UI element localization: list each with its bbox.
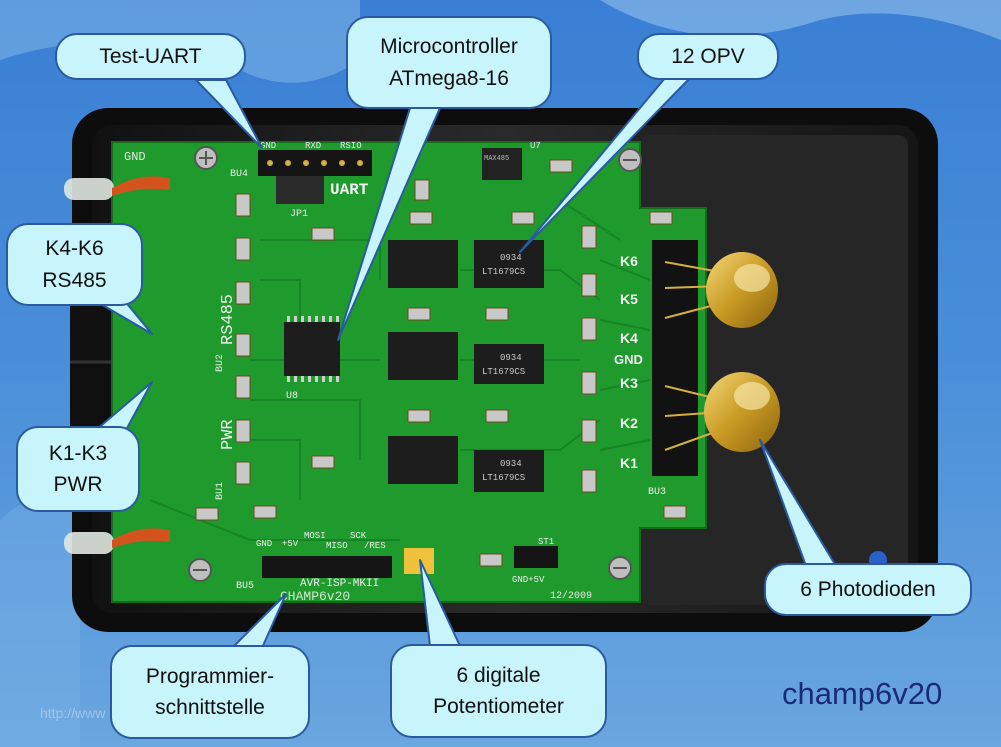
silk-jp1: JP1 <box>290 209 308 220</box>
url-watermark: http://www <box>40 705 106 721</box>
silk-isp-pin-1: +5V <box>282 539 299 549</box>
callout-k1-k3: K1-K3 PWR <box>16 426 140 512</box>
callout-poti-line1: 6 digitale <box>456 663 541 687</box>
silk-gnd-5v: GND+5V <box>512 575 545 585</box>
tantalum-capacitor <box>404 548 434 574</box>
callout-mcu-line2: ATmega8-16 <box>389 66 509 90</box>
chip-opv-bot-label: LT1679CS <box>482 473 525 483</box>
brand-label: champ6v20 <box>782 676 943 711</box>
cloud-2 <box>600 0 1001 40</box>
callout-microcontroller: Microcontroller ATmega8-16 <box>346 16 552 109</box>
chip-opv-mid-label: LT1679CS <box>482 367 525 377</box>
silk-st1: ST1 <box>538 537 554 547</box>
silk-k6: K6 <box>620 253 638 269</box>
silk-k1: K1 <box>620 455 638 471</box>
silk-uart-pin-0: GND <box>260 141 276 151</box>
silk-u8: U8 <box>286 391 298 402</box>
photodiode-bottom <box>704 372 780 452</box>
silk-bu4: BU4 <box>230 169 248 180</box>
silk-board-name: CHAMP6v20 <box>280 589 350 604</box>
callout-prog-line1: Programmier- <box>145 664 275 688</box>
chip-poti-top <box>388 240 458 288</box>
silk-isp-pin-5: /RES <box>364 541 386 551</box>
silk-bu2: BU2 <box>215 354 226 372</box>
silk-gnd-top: GND <box>124 150 146 164</box>
smd-components <box>195 159 687 567</box>
chip-opv-top-label: LT1679CS <box>482 267 525 277</box>
silk-u7: U7 <box>530 141 541 151</box>
callout-photo-text: 6 Photodioden <box>800 577 936 601</box>
silk-bu5: BU5 <box>236 581 254 592</box>
callout-k13-line2: PWR <box>53 473 103 496</box>
uart-header <box>258 150 372 204</box>
chip-opv-mid-code: 0934 <box>500 353 522 363</box>
silk-isp-pin-0: GND <box>256 539 272 549</box>
callout-k46-line2: RS485 <box>42 268 107 292</box>
callout-opv: 12 OPV <box>637 33 779 80</box>
silk-bu1: BU1 <box>215 482 226 500</box>
cloud-3 <box>0 500 80 747</box>
silk-pwr: PWR <box>219 419 238 450</box>
callout-test-uart: Test-UART <box>55 33 246 80</box>
callout-mcu-line1: Microcontroller <box>380 35 518 58</box>
silk-k-gnd: GND <box>614 352 643 367</box>
silk-isp-pin-2: MOSI <box>304 531 326 541</box>
photodiode-top <box>706 252 778 328</box>
callout-k13-line1: K1-K3 <box>48 441 108 465</box>
callout-potentiometer: 6 digitale Potentiometer <box>390 644 607 738</box>
silk-k4: K4 <box>620 330 638 346</box>
callout-k46-line1: K4-K6 <box>45 237 104 260</box>
mounting-screws <box>188 146 642 582</box>
chip-max485 <box>482 148 522 180</box>
silk-max485: MAX485 <box>484 155 509 163</box>
led-top <box>64 176 170 200</box>
chip-opv-bot-code: 0934 <box>500 459 522 469</box>
st1-header <box>514 546 558 568</box>
chip-opv-bot <box>474 450 544 492</box>
callout-prog-line2: schnittstelle <box>155 696 265 719</box>
led-bottom <box>64 528 170 554</box>
callout-k4-k6: K4-K6 RS485 <box>6 223 143 306</box>
callout-photodioden: 6 Photodioden <box>764 563 972 616</box>
callout-test-uart-text: Test-UART <box>99 44 202 68</box>
silk-isp-pin-4: SCK <box>350 531 367 541</box>
k-header <box>652 240 698 476</box>
silk-k5: K5 <box>620 291 638 307</box>
silk-k3: K3 <box>620 375 638 391</box>
chip-atmega8 <box>284 316 340 382</box>
callout-pointers <box>93 77 837 649</box>
chip-poti-bot <box>388 436 458 484</box>
silk-uart: UART <box>330 181 369 199</box>
isp-header <box>262 556 392 578</box>
silk-avr-isp: AVR-ISP-MKII <box>300 578 379 590</box>
silk-bu3: BU3 <box>648 487 666 498</box>
silk-isp-pin-3: MISO <box>326 541 348 551</box>
chip-opv-mid <box>474 344 544 384</box>
callout-opv-text: 12 OPV <box>671 44 745 68</box>
chip-opv-top-code: 0934 <box>500 253 522 263</box>
silk-uart-pin-1: RXD <box>305 141 321 151</box>
silk-date: 12/2009 <box>550 590 592 602</box>
callout-programmier: Programmier- schnittstelle <box>110 645 310 739</box>
silk-k2: K2 <box>620 415 638 431</box>
chip-poti-mid <box>388 332 458 380</box>
silk-rs485: RS485 <box>219 294 238 345</box>
silk-uart-pin-2: RSIO <box>340 141 362 151</box>
chip-opv-top <box>474 240 544 288</box>
callout-poti-line2: Potentiometer <box>433 695 564 718</box>
